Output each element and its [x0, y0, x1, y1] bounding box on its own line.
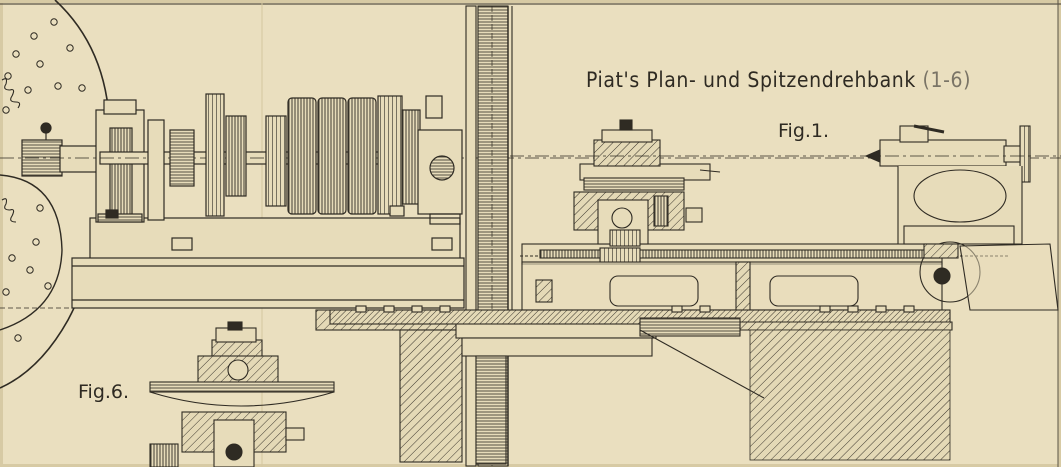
title-main: Piat's Plan- und Spitzendrehbank — [586, 68, 916, 92]
drawing-title: Piat's Plan- und Spitzendrehbank (1-6) — [586, 68, 971, 92]
fig6-label: Fig.6. — [78, 381, 130, 403]
headstock — [0, 93, 1061, 309]
lathe-bed — [329, 243, 1010, 461]
title-range: (1-6) — [922, 68, 972, 92]
carriage — [573, 119, 721, 247]
fig1-label: Fig.1. — [778, 120, 830, 142]
fig6-rest — [149, 321, 335, 467]
tailstock — [864, 124, 1059, 311]
